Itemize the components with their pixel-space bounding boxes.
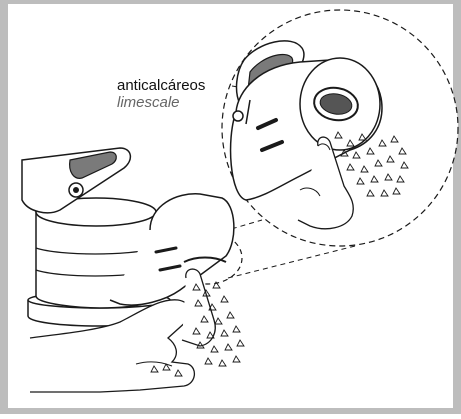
label-anticalcareos: anticalcáreos xyxy=(117,77,205,95)
label-limescale: limescale xyxy=(117,94,180,112)
zoom-line-bottom xyxy=(228,246,355,278)
